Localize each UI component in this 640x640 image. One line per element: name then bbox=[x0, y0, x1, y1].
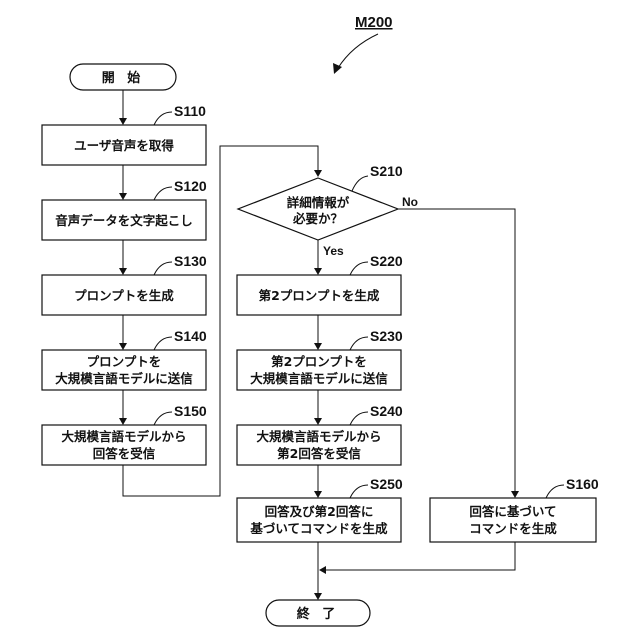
step-label-s130: S130 bbox=[174, 253, 207, 269]
process-text-s230-line2: 大規模言語モデルに送信 bbox=[250, 371, 388, 386]
step-label-s250: S250 bbox=[370, 476, 403, 492]
step-label-s230: S230 bbox=[370, 328, 403, 344]
process-text-s160-line2: コマンドを生成 bbox=[469, 521, 557, 536]
arrowhead-s220-s230 bbox=[314, 343, 322, 350]
process-text-s130: プロンプトを生成 bbox=[74, 288, 174, 303]
arrowhead-s240-s250 bbox=[314, 491, 322, 498]
branch-label-yes: Yes bbox=[323, 244, 344, 258]
process-text-s160-line1: 回答に基づいて bbox=[469, 504, 556, 519]
process-text-s140-line2: 大規模言語モデルに送信 bbox=[55, 371, 193, 386]
arrowhead-s150-s210 bbox=[314, 170, 322, 177]
connector-s160-merge bbox=[326, 542, 515, 570]
arrowhead-s210-s220 bbox=[314, 268, 322, 275]
arrowhead-s250-end bbox=[314, 593, 322, 600]
leader-s150 bbox=[154, 412, 172, 425]
process-text-s150-line2: 回答を受信 bbox=[93, 446, 156, 461]
branch-label-no: No bbox=[402, 195, 418, 209]
step-label-s120: S120 bbox=[174, 178, 207, 194]
leader-s110 bbox=[154, 112, 172, 125]
process-text-s240-line2: 第2回答を受信 bbox=[277, 446, 361, 461]
connector-s210-s160 bbox=[398, 209, 515, 491]
arrowhead-s160-merge bbox=[319, 566, 326, 574]
leader-s220 bbox=[350, 262, 368, 275]
process-text-s150-line1: 大規模言語モデルから bbox=[61, 429, 186, 444]
start-label: 開 始 bbox=[102, 70, 145, 86]
process-text-s230-line1: 第2プロンプトを bbox=[271, 354, 367, 369]
process-text-s250-line1: 回答及び第2回答に bbox=[265, 504, 374, 519]
arrowhead-s110-s120 bbox=[119, 193, 127, 200]
step-label-s110: S110 bbox=[174, 103, 206, 119]
process-text-s250-line2: 基づいてコマンドを生成 bbox=[249, 521, 388, 536]
diagram-title: M200 bbox=[355, 14, 393, 31]
decision-text-line1: 詳細情報が bbox=[287, 195, 350, 210]
process-text-s110: ユーザ音声を取得 bbox=[74, 138, 174, 153]
process-text-s220: 第2プロンプトを生成 bbox=[259, 288, 380, 303]
step-label-s150: S150 bbox=[174, 403, 207, 419]
arrowhead-s120-s130 bbox=[119, 268, 127, 275]
arrowhead-s230-s240 bbox=[314, 418, 322, 425]
arrowhead-s210-s160 bbox=[511, 491, 519, 498]
process-text-s140-line1: プロンプトを bbox=[87, 354, 162, 369]
leader-s120 bbox=[154, 187, 172, 200]
leader-s240 bbox=[350, 412, 368, 425]
arrowhead-s130-s140 bbox=[119, 343, 127, 350]
process-text-s240-line1: 大規模言語モデルから bbox=[256, 429, 381, 444]
step-label-s140: S140 bbox=[174, 328, 207, 344]
leader-s140 bbox=[154, 337, 172, 350]
end-label: 終 了 bbox=[297, 606, 340, 622]
leader-s160 bbox=[546, 485, 564, 498]
step-label-s210: S210 bbox=[370, 163, 403, 179]
leader-s210 bbox=[352, 176, 368, 191]
arrowhead-start-s110 bbox=[119, 118, 127, 125]
arrowhead-s140-s150 bbox=[119, 418, 127, 425]
step-label-s220: S220 bbox=[370, 253, 403, 269]
leader-s130 bbox=[154, 262, 172, 275]
title-pointer-line bbox=[338, 34, 378, 68]
decision-text-line2: 必要か？ bbox=[292, 211, 343, 226]
step-label-s240: S240 bbox=[370, 403, 403, 419]
leader-s250 bbox=[350, 485, 368, 498]
step-label-s160: S160 bbox=[566, 476, 599, 492]
process-text-s120: 音声データを文字起こし bbox=[55, 213, 193, 228]
leader-s230 bbox=[350, 337, 368, 350]
